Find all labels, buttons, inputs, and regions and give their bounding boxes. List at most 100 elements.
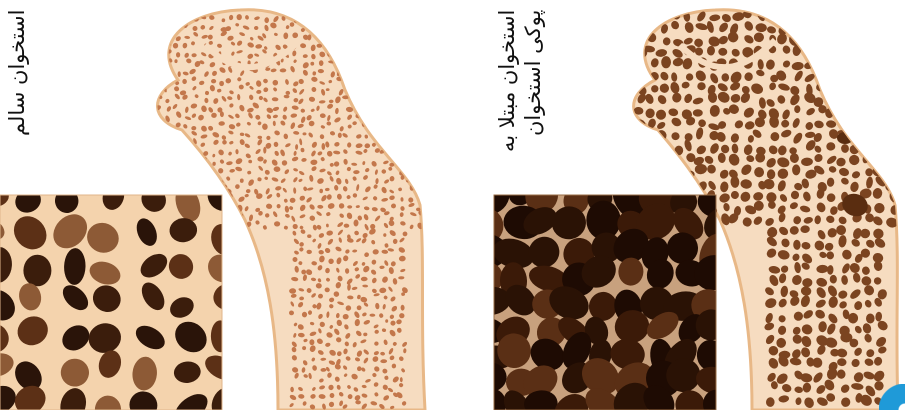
bone-pore (388, 67, 394, 71)
bone-pore (274, 221, 280, 226)
bone-pore (409, 86, 414, 92)
bone-pore (426, 198, 433, 202)
bone-pore (392, 48, 398, 55)
bone-pore (148, 142, 154, 146)
bone-pore (392, 16, 396, 20)
bone-pore (162, 78, 168, 84)
bone-pore (420, 159, 425, 164)
bone-pore (154, 142, 161, 149)
bone-pore (621, 116, 630, 128)
bone-pore (361, 105, 367, 111)
bone-pore (391, 112, 398, 117)
bone-pore (420, 167, 426, 172)
bone-pore (792, 164, 800, 175)
bone-pore (154, 166, 159, 172)
bone-pore (346, 13, 352, 21)
bone-pore (158, 32, 162, 37)
bone-pore (380, 48, 386, 54)
bone-pore (828, 59, 838, 69)
bone-pore (693, 109, 703, 116)
bone-pore (149, 70, 156, 76)
bone-pore (143, 174, 150, 182)
bone-pore (826, 92, 836, 104)
bone-pore (420, 95, 425, 102)
bone-pore (417, 102, 422, 110)
bone-pore (362, 87, 369, 94)
bone-pore (166, 15, 172, 22)
bone-pore (382, 88, 388, 94)
bone-pore (200, 179, 206, 184)
bone-pore (620, 164, 632, 175)
bone-pore (396, 16, 403, 21)
bone-pore (334, 16, 339, 21)
bone-pore (647, 14, 656, 23)
bone-pore (886, 74, 896, 84)
bone-pore (166, 150, 174, 157)
bone-pore (400, 142, 408, 148)
bone-pore (190, 184, 195, 188)
bone-pore (428, 113, 435, 120)
bone-pore (401, 75, 408, 82)
bone-pore (333, 30, 340, 36)
bone-pore (382, 120, 390, 128)
bone-pore (858, 57, 872, 71)
bone-pore (182, 179, 189, 186)
bone-pore (320, 25, 328, 31)
bone-pore (830, 72, 839, 80)
bone-pore (429, 46, 433, 50)
bone-pore (416, 50, 421, 57)
bone-pore (621, 25, 631, 34)
bone-pore (420, 66, 424, 73)
bone-pore (399, 32, 406, 38)
bone-pore (356, 56, 362, 63)
bone-pore (156, 13, 162, 20)
bone-pore (374, 97, 381, 105)
bone-pore (208, 175, 215, 182)
bone-pore (181, 140, 189, 146)
bone-pore (897, 44, 905, 56)
bone-pore (381, 133, 388, 140)
bone-pore (423, 105, 429, 111)
bone-pore (150, 44, 155, 49)
bone-pore (661, 153, 671, 166)
bone-pore (154, 61, 160, 68)
bone-pore (428, 178, 432, 185)
bone-pore (398, 98, 404, 105)
bone-pore (406, 151, 412, 157)
bone-pore (309, 339, 314, 345)
bone-pore (424, 88, 430, 93)
bone-pore (897, 14, 905, 24)
bone-pore (391, 24, 397, 30)
bone-pore (425, 130, 430, 136)
bone-pore (176, 52, 180, 57)
bone-pore (848, 46, 861, 58)
bone-pore (364, 111, 370, 118)
bone-pore (425, 201, 431, 208)
bone-pore (646, 155, 659, 167)
bone-pore (874, 68, 886, 80)
bone-pore (897, 177, 905, 192)
bone-pore (619, 92, 632, 104)
bone-pore (814, 26, 825, 36)
bone-pore (406, 24, 413, 31)
bone-pore (175, 178, 183, 185)
bone-pore (329, 15, 333, 19)
bone-pore (635, 132, 645, 141)
bone-pore (357, 24, 363, 30)
bone-pore (815, 35, 828, 48)
bone-pore (351, 36, 356, 41)
bone-pore (838, 11, 846, 20)
bone-pore (876, 44, 887, 58)
bone-pore (157, 159, 162, 166)
bone-pore (226, 215, 231, 219)
bone-pore (888, 25, 899, 34)
bone-pore (169, 22, 172, 28)
bone-pore (876, 108, 889, 120)
bone-pore (359, 30, 367, 38)
bone-pore (361, 71, 366, 76)
bone-pore (384, 45, 389, 50)
bone-pore (379, 15, 385, 21)
bone-pore (397, 149, 403, 155)
bone-pore (145, 86, 150, 91)
bone-pore (318, 34, 323, 38)
